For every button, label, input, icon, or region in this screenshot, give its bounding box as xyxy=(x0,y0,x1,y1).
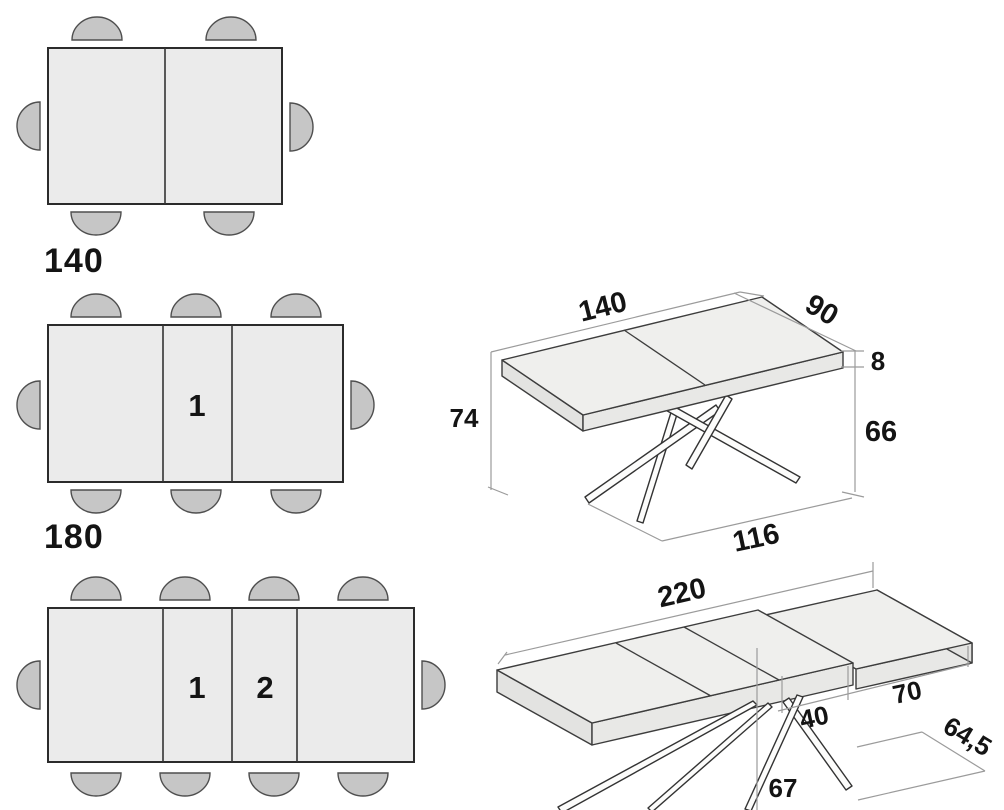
table-leg xyxy=(685,394,733,470)
dim-label-mid-extension: 40 xyxy=(797,700,832,735)
chair-seat xyxy=(203,211,255,236)
chair-seat xyxy=(270,293,322,318)
chair-seat xyxy=(70,576,122,601)
plan-view-180: 1 180 xyxy=(16,293,375,556)
dimension-line-depth xyxy=(733,292,857,352)
chair-seat xyxy=(337,576,389,601)
table-leg xyxy=(584,404,721,504)
chair-seat xyxy=(16,101,41,151)
chair-seat xyxy=(337,772,389,797)
table-leg xyxy=(661,401,801,484)
dim-label-thickness: 8 xyxy=(871,346,885,376)
leaf-number-label: 2 xyxy=(256,670,273,705)
dim-label-end-extension: 70 xyxy=(890,675,925,710)
dimension-line-base-depth xyxy=(921,731,986,772)
table-top-outline xyxy=(47,607,415,763)
leaf-number-label: 1 xyxy=(188,388,205,423)
dimension-line-length xyxy=(490,291,741,353)
dim-label-depth: 90 xyxy=(800,288,844,332)
plan-size-label: 180 xyxy=(44,518,104,556)
chair-seat xyxy=(248,576,300,601)
dimension-line-length xyxy=(504,570,874,656)
chair-seat xyxy=(248,772,300,797)
chair-seat xyxy=(159,576,211,601)
perspective-view-closed: 140 90 8 74 66 116 xyxy=(450,286,898,559)
table-leg xyxy=(744,694,804,810)
dim-label-length: 220 xyxy=(655,572,709,614)
dim-label-height: 74 xyxy=(450,403,479,433)
dim-label-base-height: 67 xyxy=(769,773,798,803)
chair-seat xyxy=(159,772,211,797)
plan-size-label: 140 xyxy=(44,242,104,280)
leaf-seam-line xyxy=(623,329,706,386)
table-top-face xyxy=(501,296,844,416)
chair-seat xyxy=(16,660,41,710)
chair-seat xyxy=(170,293,222,318)
floor-projection-line xyxy=(587,503,663,542)
chair-seat xyxy=(70,293,122,318)
extension-line xyxy=(841,491,865,498)
table-top-outline xyxy=(47,324,344,483)
extension-line xyxy=(497,651,508,665)
chair-seat xyxy=(170,489,222,514)
table-leg xyxy=(647,702,773,810)
table-leg xyxy=(557,700,758,810)
floor-projection-line xyxy=(856,731,923,748)
chair-seat xyxy=(205,16,257,41)
chair-seat xyxy=(270,489,322,514)
chair-seat xyxy=(421,660,446,710)
plan-view-220: 1 2 xyxy=(16,576,446,797)
leaf-seam-line xyxy=(683,626,780,681)
perspective-view-extended: 220 40 70 64,5 67 xyxy=(496,562,997,810)
floor-projection-line xyxy=(857,770,986,801)
dimension-line-base-width xyxy=(661,497,853,542)
chair-seat xyxy=(70,211,122,236)
chair-seat xyxy=(70,489,122,514)
plan-view-140: 140 xyxy=(16,16,314,280)
dim-label-length: 140 xyxy=(575,286,630,329)
chair-seat xyxy=(71,16,123,41)
dimension-line-extensions xyxy=(777,663,971,712)
table-top-face xyxy=(496,609,854,724)
table-leg xyxy=(782,697,853,791)
chair-seat xyxy=(289,102,314,152)
chair-seat xyxy=(70,772,122,797)
extension-line xyxy=(487,486,509,496)
extension-line xyxy=(739,291,765,297)
dim-label-base-depth: 64,5 xyxy=(938,710,997,762)
leaf-seam-line xyxy=(615,642,712,697)
chair-seat xyxy=(350,380,375,430)
chair-seat xyxy=(16,380,41,430)
dim-label-underside-height: 66 xyxy=(865,416,897,448)
leaf-number-label: 1 xyxy=(188,670,205,705)
